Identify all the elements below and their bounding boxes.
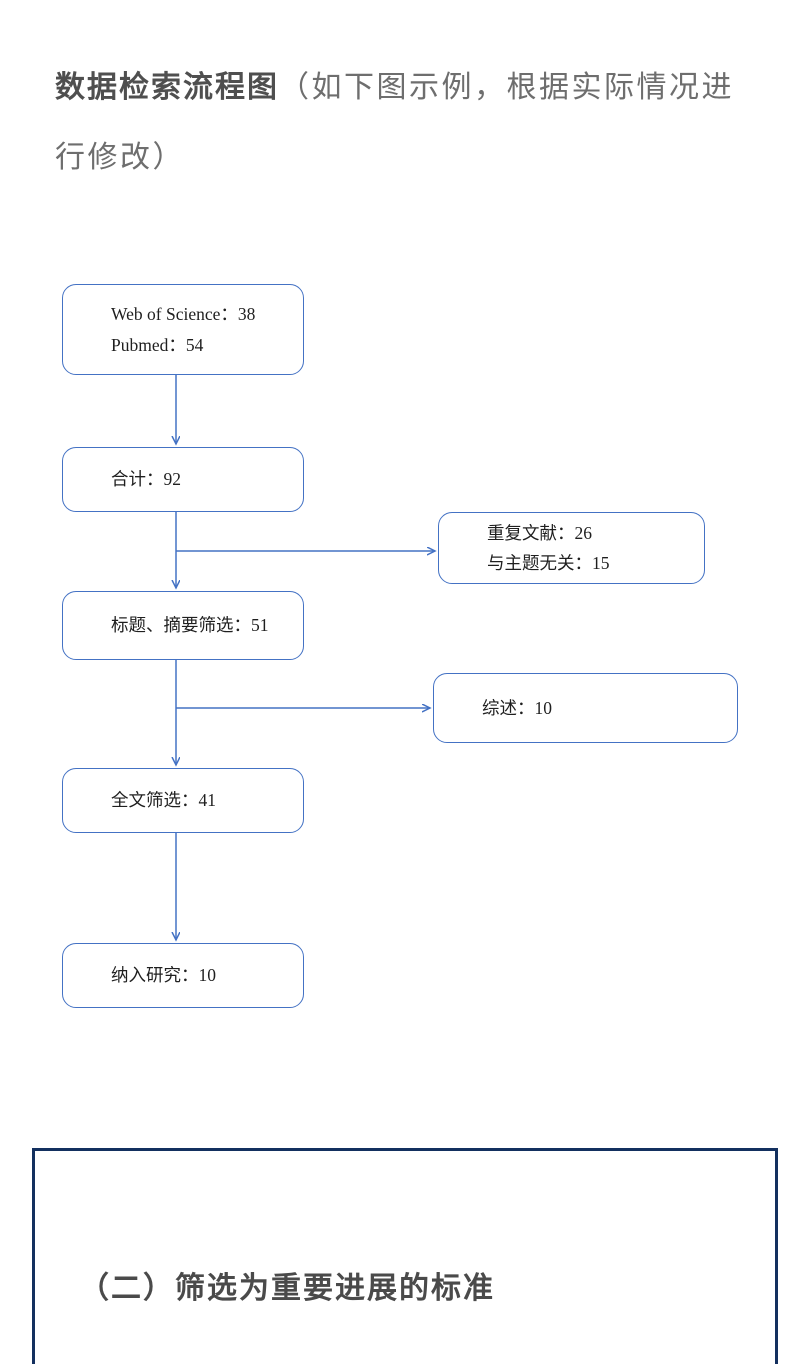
flow-box-excluded: 重复文献：26 与主题无关：15: [438, 512, 705, 584]
flow-box-excluded-line1: 重复文献：26: [487, 523, 592, 543]
section-heading: （二）筛选为重要进展的标准: [79, 1272, 495, 1305]
flow-box-title-abstract-line1: 标题、摘要筛选：51: [111, 615, 269, 635]
page-title-note: （如下图示例，根据实际情况进行修改）: [55, 71, 734, 174]
flow-box-reviews-line1: 综述：10: [482, 697, 552, 718]
flow-box-excluded-line2: 与主题无关：15: [487, 553, 610, 573]
flow-box-total: 合计：92: [62, 447, 304, 512]
flow-box-title-abstract-screen: 标题、摘要筛选：51: [62, 591, 304, 660]
flow-box-reviews: 综述：10: [433, 673, 738, 743]
page-title: 数据检索流程图（如下图示例，根据实际情况进行修改）: [55, 53, 755, 193]
page-title-bold: 数据检索流程图: [55, 71, 279, 104]
flow-box-sources-line1: Web of Science：38: [111, 303, 256, 324]
flow-box-included-line1: 纳入研究：10: [111, 965, 216, 985]
flow-box-included: 纳入研究：10: [62, 943, 304, 1008]
flow-box-total-line1: 合计：92: [111, 469, 181, 489]
flow-box-sources: Web of Science：38 Pubmed：54: [62, 284, 304, 375]
flow-box-fulltext-line1: 全文筛选：41: [111, 790, 216, 810]
section-frame: （二）筛选为重要进展的标准: [32, 1148, 778, 1364]
flow-box-sources-line2: Pubmed：54: [111, 334, 204, 355]
flow-box-fulltext-screen: 全文筛选：41: [62, 768, 304, 833]
